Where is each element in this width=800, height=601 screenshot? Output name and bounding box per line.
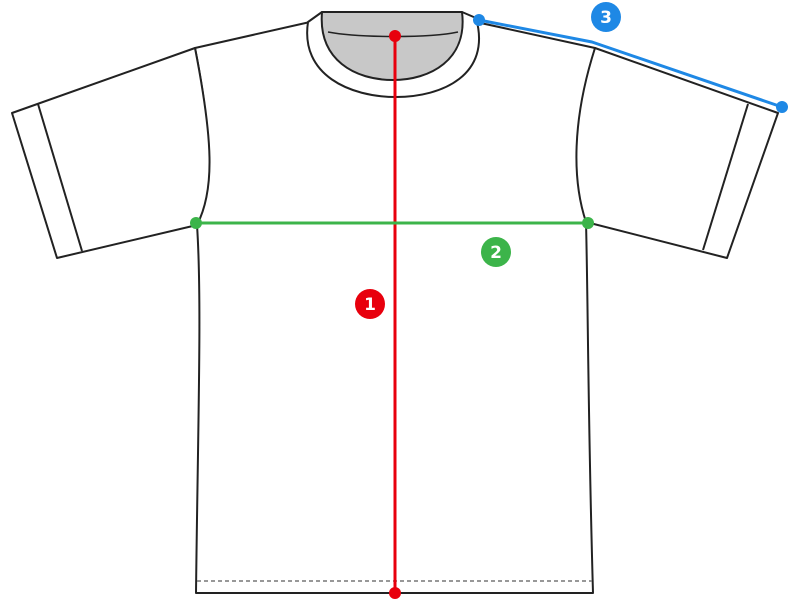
right-sleeve-cuff-seam (702, 103, 749, 251)
marker-2-label: 2 (490, 243, 502, 263)
right-sleeve (575, 47, 779, 259)
length-measure-bottom-point (389, 587, 401, 599)
length-measure-top-point (389, 30, 401, 42)
marker-3-badge (591, 2, 621, 32)
sleeve-measure-end-point (776, 101, 788, 113)
left-sleeve (11, 47, 211, 259)
chest-width-left-point (190, 217, 202, 229)
marker-1-badge (355, 289, 385, 319)
chest-width-right-point (582, 217, 594, 229)
left-sleeve-cuff-seam (37, 103, 83, 252)
marker-2-badge (481, 237, 511, 267)
marker-3-label: 3 (600, 8, 612, 28)
sleeve-measure-line (478, 18, 783, 109)
marker-1-label: 1 (364, 295, 376, 315)
sleeve-measure-start-point (473, 14, 485, 26)
collar-inner (320, 11, 464, 81)
